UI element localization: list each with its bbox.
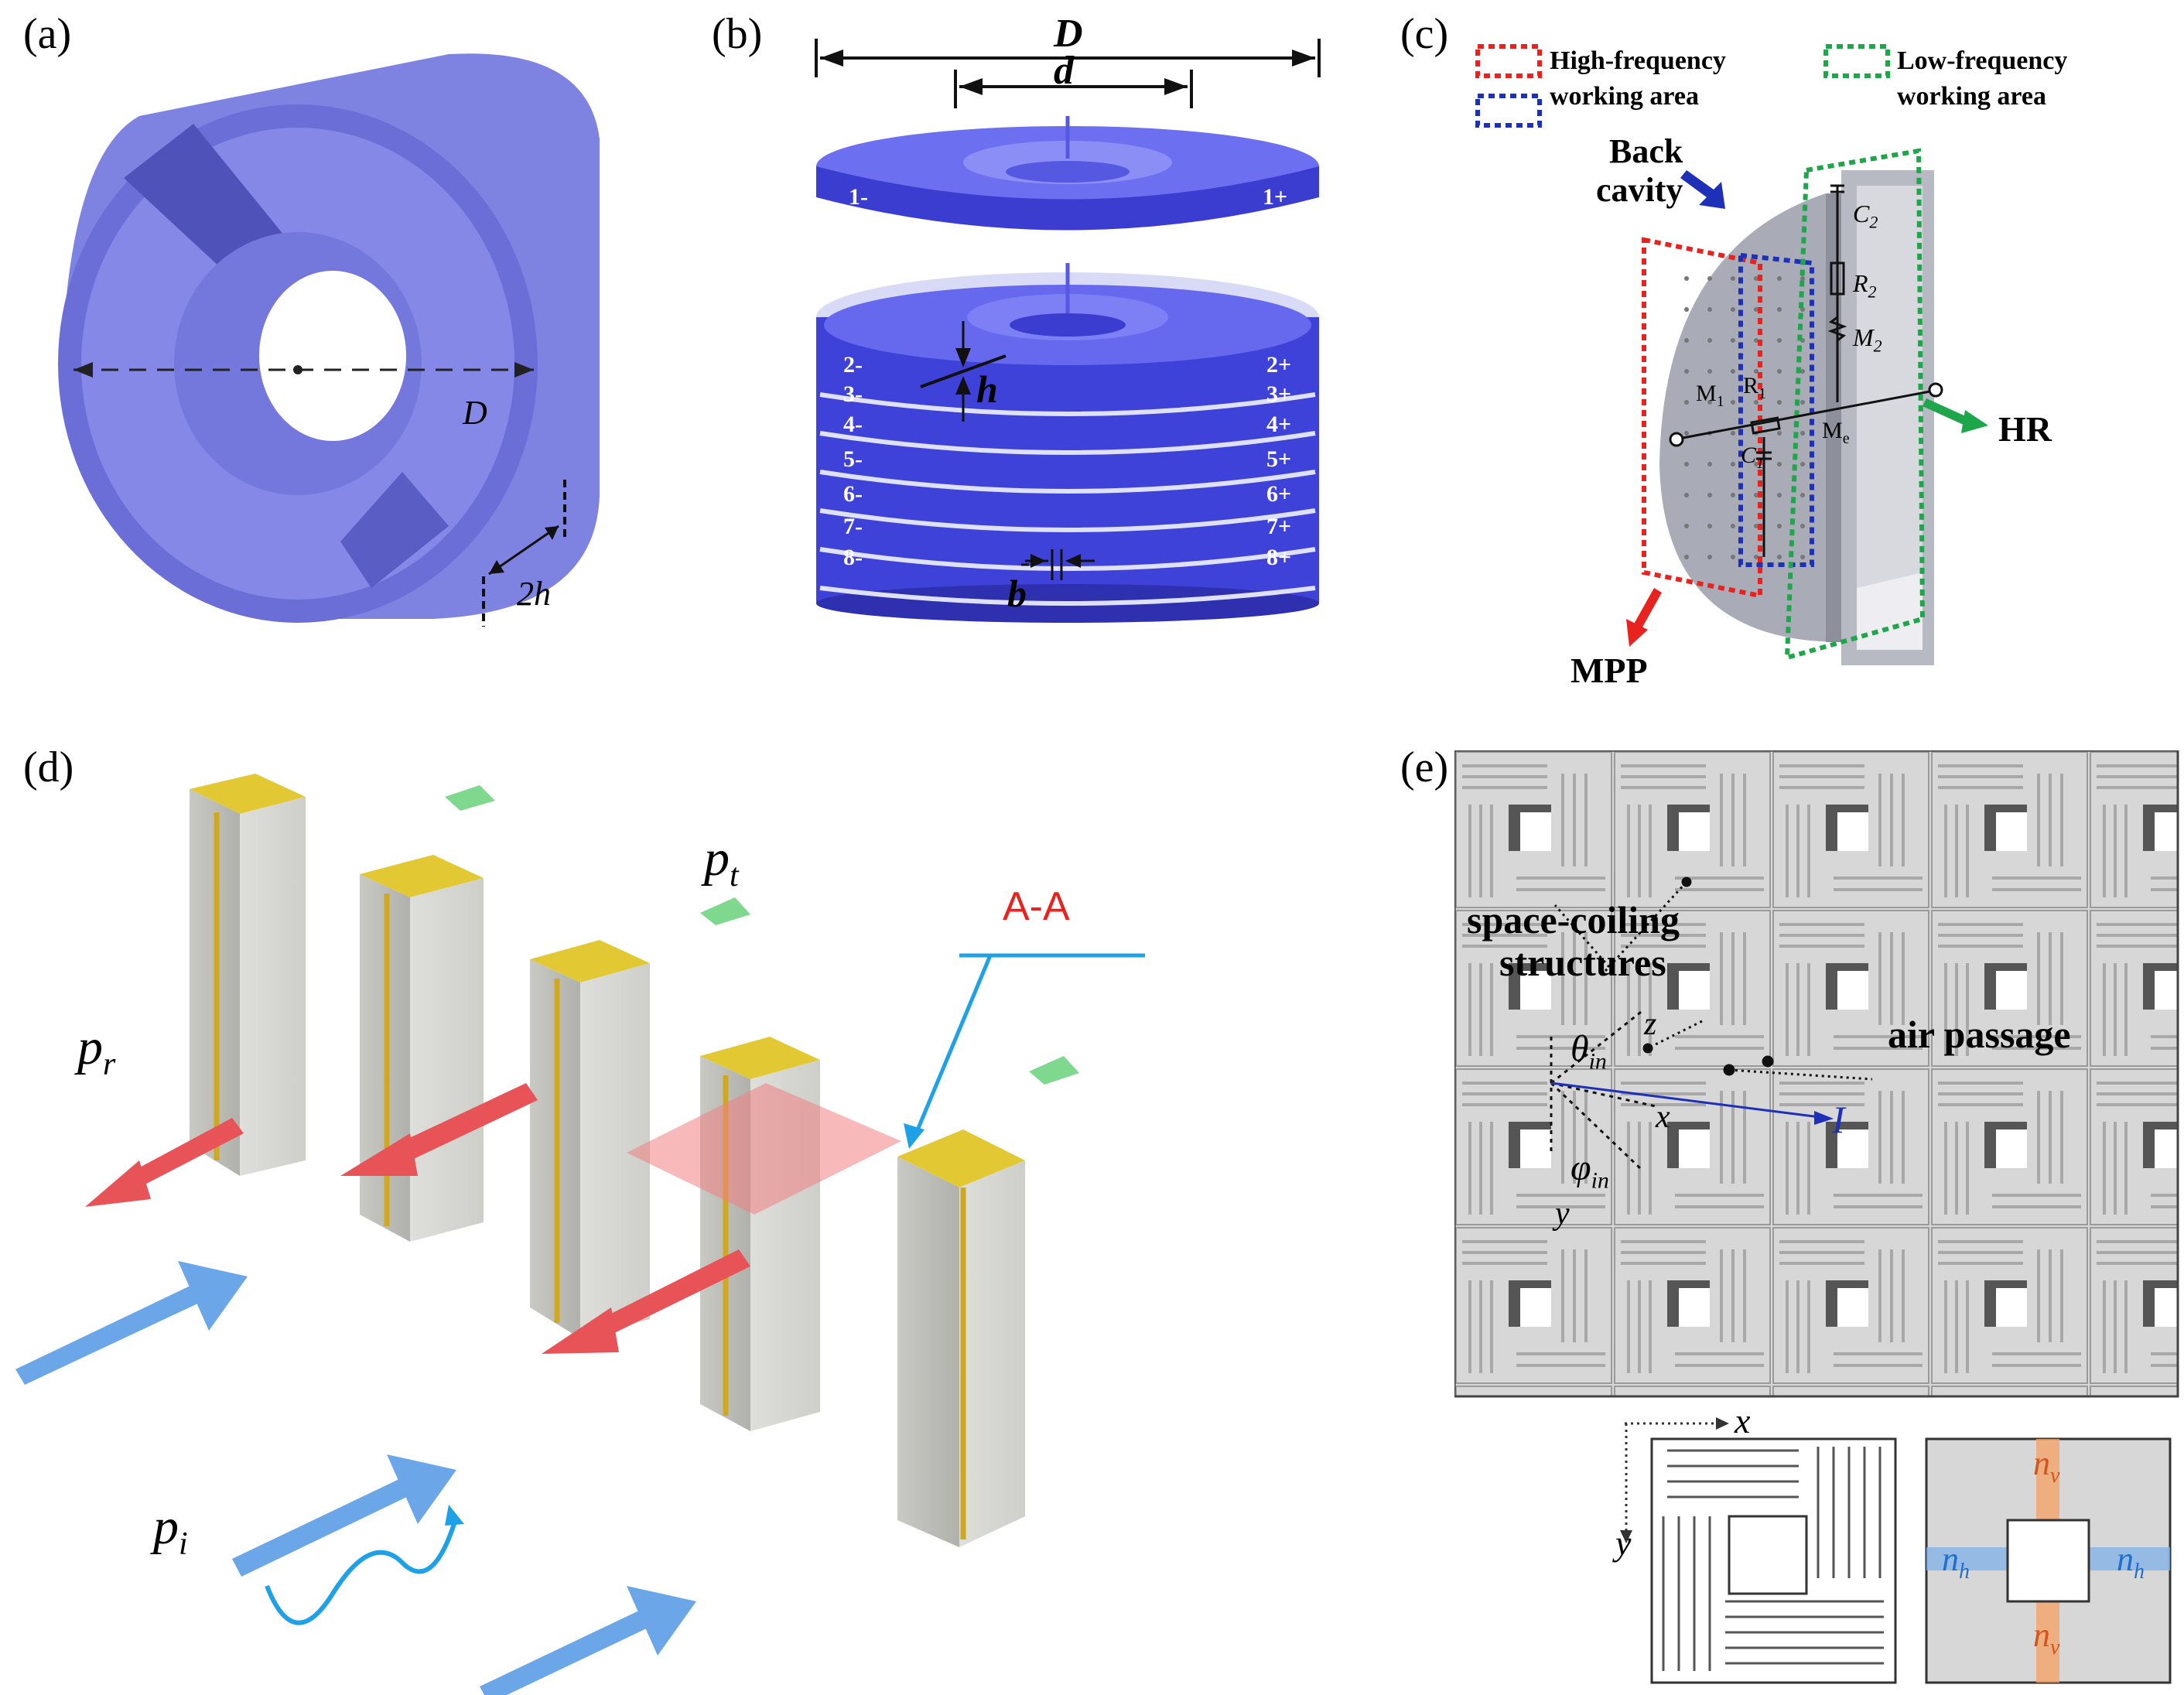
me-label: Me: [1822, 418, 1850, 447]
port-6-minus: 6-: [843, 481, 863, 507]
panel-b-d-label: d: [1054, 49, 1074, 93]
port-8-minus: 8-: [843, 545, 863, 570]
nv-bottom-label: nv: [2033, 1616, 2060, 1659]
inner-hole: [259, 271, 406, 441]
hr-label: HR: [1998, 409, 2052, 449]
pillar-2: [360, 855, 484, 1242]
incidence-axes: [1550, 877, 1873, 1170]
port-4-minus: 4-: [843, 412, 863, 437]
port-2-plus: 2+: [1266, 352, 1292, 378]
port-7-plus: 7+: [1266, 514, 1292, 539]
hr-arrow: [1923, 398, 1969, 425]
theta-in-label: θin: [1570, 1028, 1607, 1075]
panel-b-stack-diagram: [815, 39, 1321, 623]
port-5-minus: 5-: [843, 446, 863, 472]
air-passage-label: air passage: [1888, 1013, 2071, 1056]
panel-c-label: (c): [1400, 10, 1449, 58]
space-coiling-label-line2: structures: [1499, 941, 1666, 984]
axis-z-label: z: [1644, 1006, 1657, 1042]
legend-low-freq-line2: working area: [1897, 82, 2046, 111]
r2-label: R2: [1853, 269, 1877, 302]
dimension-h-bar: [920, 354, 1007, 388]
incident-arrows: [15, 1261, 696, 1695]
panel-a-cylinder-diagram: [58, 53, 600, 627]
pillar-1: [190, 774, 306, 1176]
port-2-minus: 2-: [843, 352, 863, 378]
unit-cell-x-label: x: [1735, 1401, 1751, 1440]
high-frequency-blue-area: [1738, 252, 1814, 567]
back-cavity-label-line2: cavity: [1596, 171, 1683, 209]
stack-layers: [819, 392, 1316, 606]
axis-y-label: y: [1555, 1196, 1570, 1232]
mpp-arrow: [1632, 588, 1662, 631]
panel-e-metasurface-diagram: [1454, 750, 2179, 1684]
incident-wave: [265, 1516, 459, 1625]
transmitted-arrows: [445, 785, 1079, 1085]
panel-e-label: (e): [1400, 743, 1449, 791]
c2-label: C2: [1853, 200, 1878, 232]
incident-vector-I: [1550, 1082, 1827, 1119]
port-1-plus: 1+: [1263, 184, 1288, 210]
high-frequency-red-area: [1642, 237, 1762, 599]
panel-a-label: (a): [23, 10, 72, 58]
legend-high-freq-line1: High-frequency: [1550, 46, 1726, 75]
back-cavity-label-line1: Back: [1609, 132, 1683, 170]
equivalent-circuit: [1669, 184, 1943, 557]
port-5-plus: 5+: [1266, 446, 1292, 472]
unit-cell-y-label: y: [1615, 1523, 1632, 1563]
back-cavity-arrow: [1680, 170, 1725, 209]
c1-label: C1: [1741, 443, 1765, 472]
port-3-plus: 3+: [1266, 381, 1292, 407]
pt-label: pt: [704, 830, 739, 894]
phi-in-label: φin: [1570, 1147, 1609, 1194]
reflected-arrows: [85, 1083, 750, 1354]
port-1-minus: 1-: [849, 184, 868, 210]
dimension-2h-line: [488, 525, 559, 576]
metasurface-array: [1454, 750, 2179, 1398]
mpp-half-disk: [1659, 193, 1841, 642]
panel-a-D-label: D: [463, 394, 487, 432]
space-coiling-label-line1: space-coiling: [1467, 898, 1680, 941]
panel-b-b-label: b: [1007, 572, 1027, 615]
port-8-plus: 8+: [1266, 545, 1292, 570]
nh-left-label: nh: [1942, 1540, 1970, 1584]
port-3-minus: 3-: [843, 381, 863, 407]
section-A-A-label: A-A: [1003, 884, 1070, 929]
port-4-plus: 4+: [1266, 412, 1292, 437]
panel-b-D-label: D: [1054, 12, 1083, 56]
nv-top-label: nv: [2033, 1444, 2060, 1488]
pi-label: pi: [153, 1499, 188, 1563]
nh-right-label: nh: [2117, 1540, 2145, 1584]
section-plane-A-A: [627, 1083, 901, 1215]
legend-high-freq-line2: working area: [1550, 82, 1699, 111]
legend-low-freq-line1: Low-frequency: [1897, 46, 2068, 75]
panel-c-mpp-hr-diagram: [1475, 44, 1988, 665]
pr-label: pr: [77, 1019, 116, 1083]
cavity-partition-lower: [340, 472, 449, 588]
panel-b-h-label: h: [976, 367, 998, 411]
panel-d-label: (d): [23, 743, 74, 791]
panel-d-array-diagram: [15, 774, 1145, 1695]
pillar-3: [530, 940, 650, 1338]
low-frequency-green-area: [1784, 148, 1926, 661]
mpp-label: MPP: [1570, 651, 1648, 690]
vector-I-label: I: [1832, 1098, 1845, 1141]
axis-x-label: x: [1656, 1099, 1670, 1135]
cavity-partition-upper: [124, 124, 294, 279]
panel-b-label: (b): [712, 10, 763, 58]
m1-label: M1: [1696, 381, 1724, 410]
pillar-5: [897, 1129, 1025, 1547]
port-6-plus: 6+: [1266, 481, 1292, 507]
port-7-minus: 7-: [843, 514, 863, 539]
r1-label: R1: [1743, 373, 1767, 402]
panel-a-2h-label: 2h: [517, 575, 551, 613]
m2-label: M2: [1853, 323, 1882, 356]
